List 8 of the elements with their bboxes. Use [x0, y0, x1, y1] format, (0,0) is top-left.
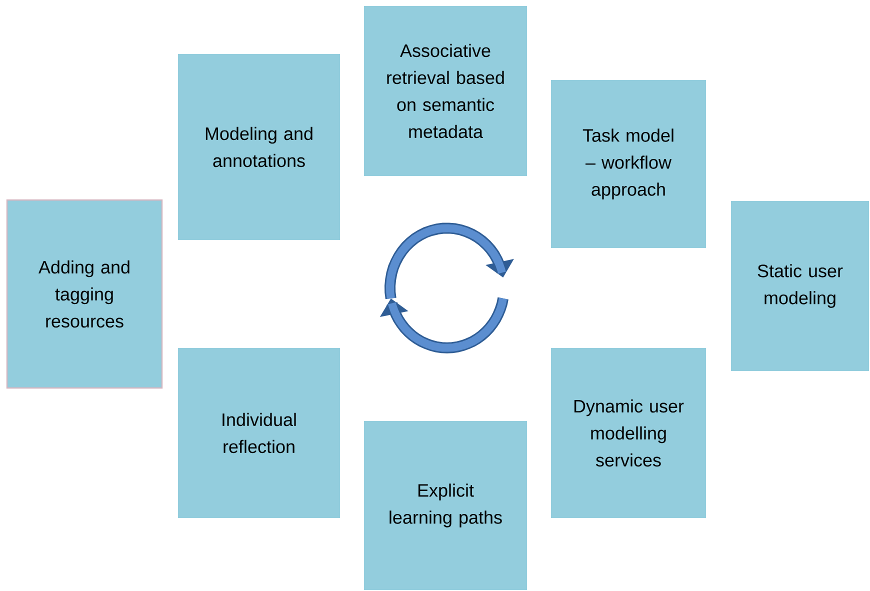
process-box: Dynamic user modelling services: [551, 348, 706, 518]
process-box: Explicit learning paths: [364, 421, 527, 590]
process-box: Individual reflection: [178, 348, 340, 518]
process-box: Modeling and annotations: [178, 54, 340, 240]
process-box: Static user modeling: [731, 201, 869, 371]
process-box: Associative retrieval based on semantic metadata: [364, 6, 527, 176]
process-box: Task model – workflow approach: [551, 80, 706, 248]
process-box: Adding and tagging resources: [6, 199, 163, 389]
